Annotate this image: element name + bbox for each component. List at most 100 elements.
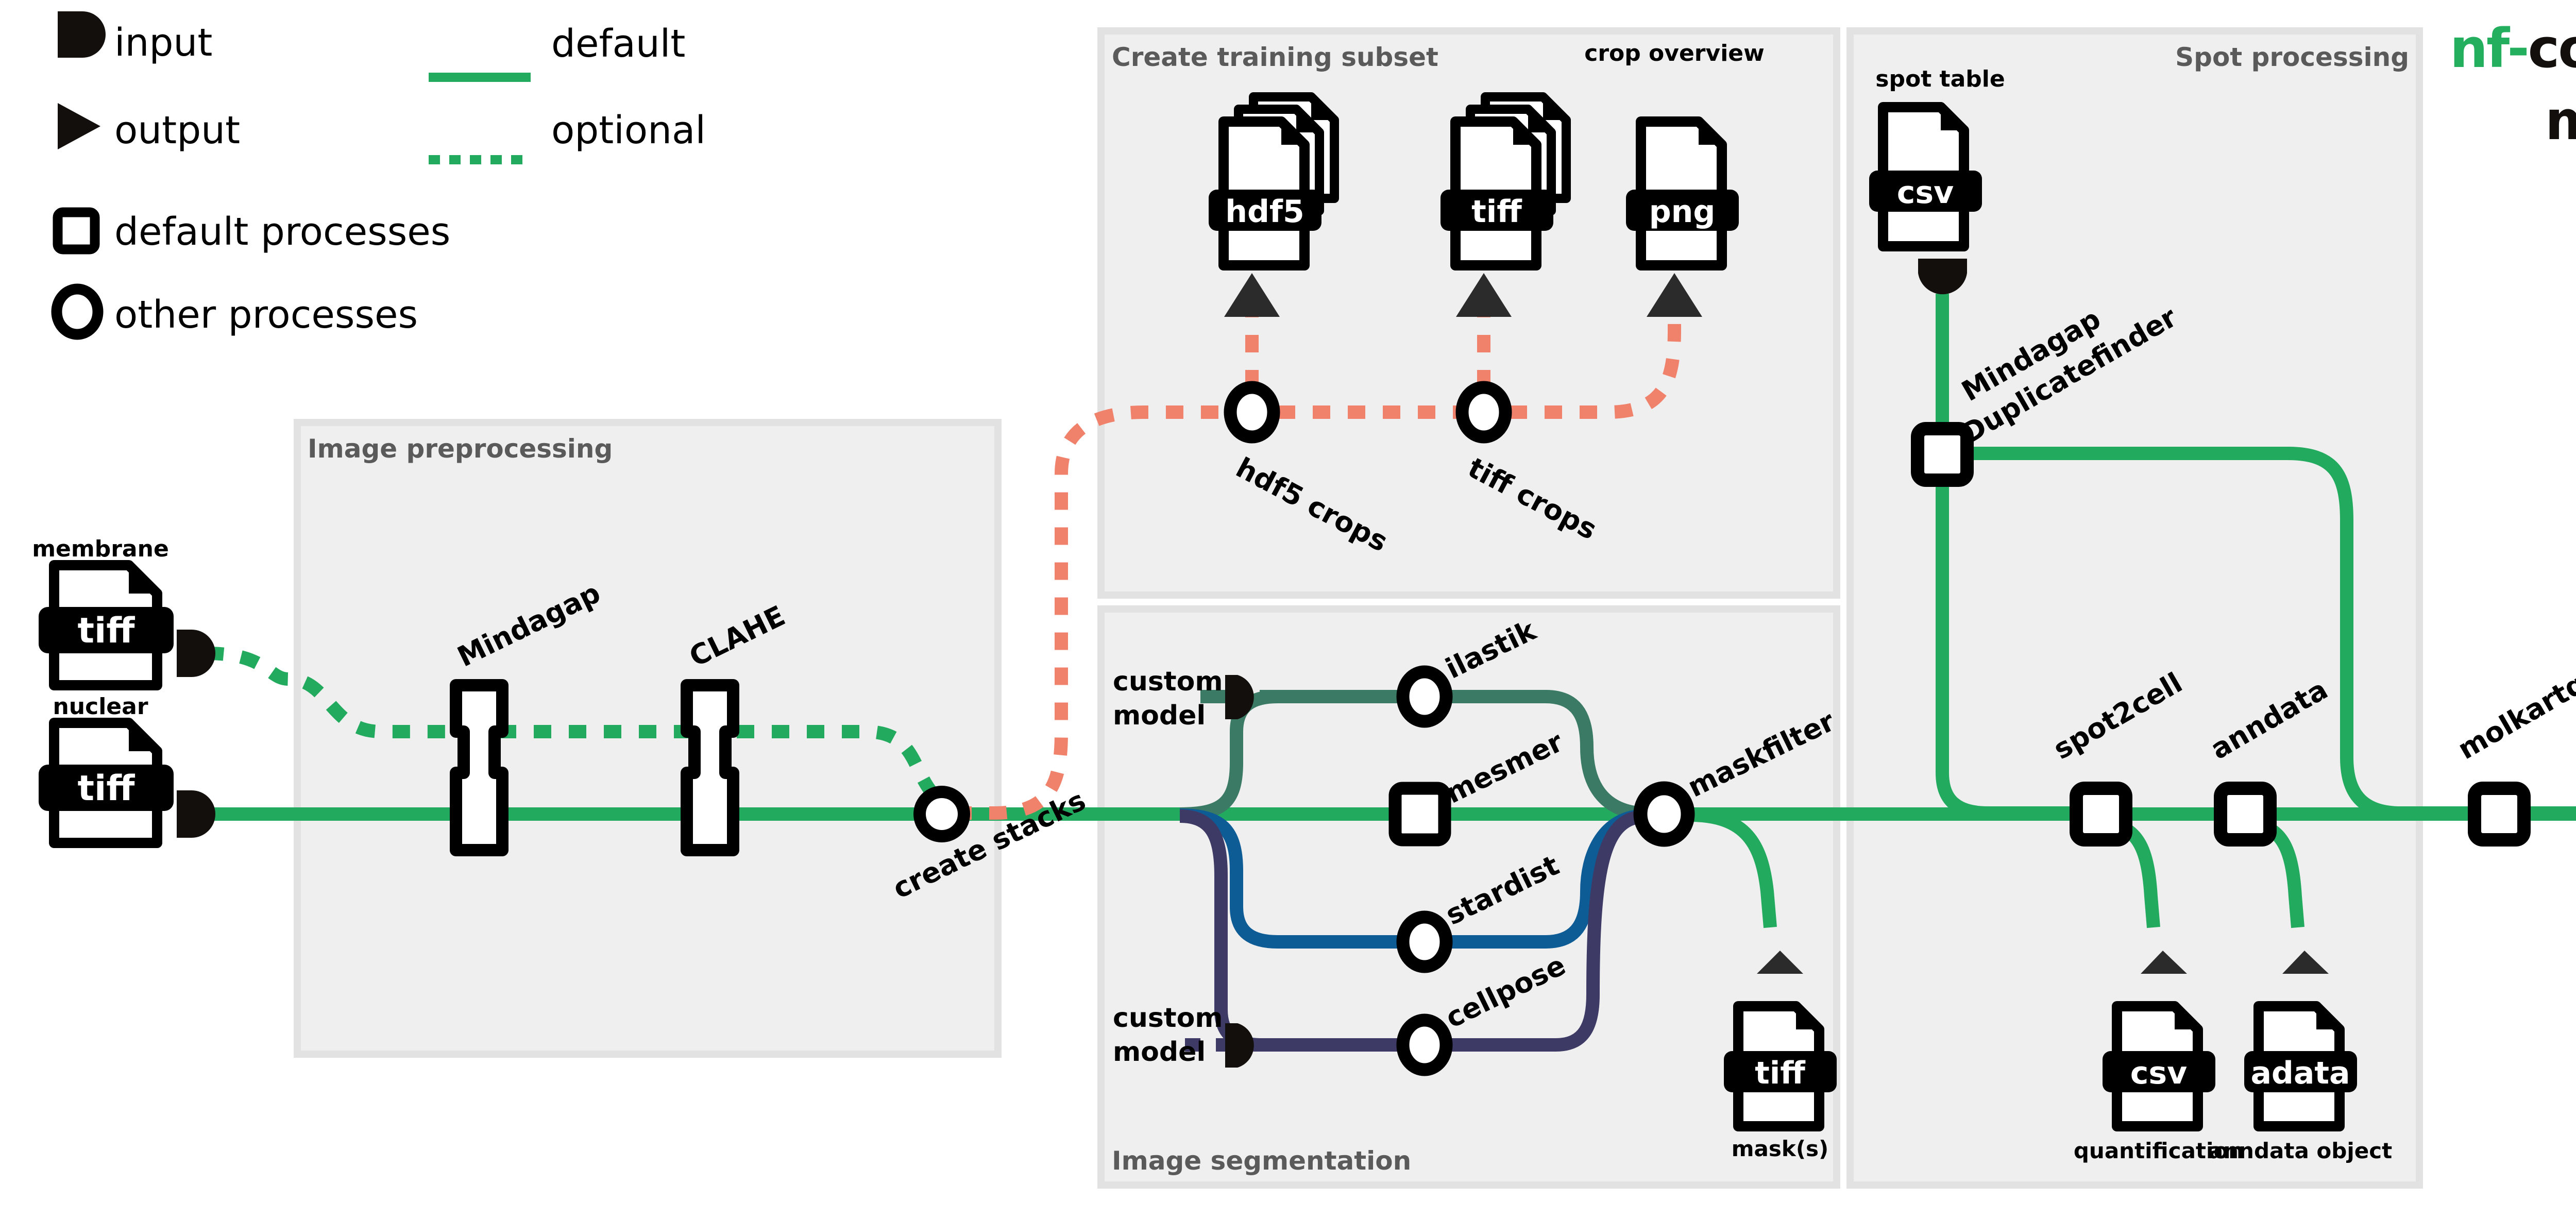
edge-segmentation-branches	[1179, 690, 1640, 1052]
logo-nf: nf	[2450, 17, 2511, 80]
output-anndata-caption: anndata object	[2209, 1138, 2392, 1163]
output-arrow-hdf5	[1224, 273, 1280, 317]
edge-tiffcrops-to-png	[1510, 296, 1681, 419]
legend-input-label: input	[114, 21, 212, 65]
edge-split-to-ilastik	[1179, 690, 1401, 821]
output-triangle-icon	[58, 103, 100, 149]
file-stack-front: tiff	[1440, 116, 1553, 270]
input-file-nuclear[interactable]: nuclear tiff	[39, 693, 215, 848]
file-fold	[129, 723, 157, 751]
edge-maskfilter-to-masks	[1689, 808, 1777, 928]
input-connector-icon	[177, 790, 215, 838]
output-masks-caption: mask(s)	[1732, 1136, 1828, 1161]
file-type-label: csv	[1897, 175, 1954, 211]
output-arrow-png	[1647, 273, 1702, 317]
process-mindagap-duplicatefinder-shape	[1911, 422, 1974, 487]
file-type-label: tiff	[78, 611, 135, 651]
custom-model-cellpose[interactable]: custom model	[1113, 1003, 1254, 1068]
edge-duplicatefinder-right-to-molkartqc	[1967, 447, 2576, 820]
output-file-hdf5-stack[interactable]: hdf5	[1209, 92, 1339, 270]
output-file-png-overview[interactable]: crop overview png	[1584, 40, 1765, 270]
legend: input output default processes other pro…	[51, 11, 706, 340]
file-label-band	[1869, 171, 1982, 212]
panel-spot-processing-title: Spot processing	[2175, 42, 2409, 72]
file-icon-membrane-tiff: tiff	[39, 560, 174, 690]
file-type-label: hdf5	[1225, 194, 1304, 230]
legend-optional-line-row: optional	[429, 108, 706, 164]
input-nuclear-caption: nuclear	[53, 693, 148, 720]
process-clahe-shape	[681, 679, 739, 856]
file-fold	[1543, 97, 1566, 120]
panel-image-preprocessing-title: Image preprocessing	[308, 434, 613, 464]
panel-create-training-subset-title: Create training subset	[1112, 42, 1438, 72]
file-fold	[129, 565, 157, 594]
output-arrow-anndata	[2262, 951, 2329, 974]
custom-model-ilastik[interactable]: custom model	[1113, 666, 1254, 731]
output-file-tiff-stack[interactable]: tiff	[1440, 92, 1571, 270]
nf-core-logo: nf-core/	[2450, 17, 2576, 152]
legend-default-line-label: default	[551, 22, 685, 66]
input-membrane-caption: membrane	[32, 536, 169, 562]
file-stack-front: hdf5	[1209, 116, 1321, 270]
process-mindagap-shape	[450, 679, 509, 856]
output-png-caption: crop overview	[1584, 40, 1765, 66]
legend-output-row: output	[58, 103, 240, 153]
file-label-band	[2103, 1051, 2215, 1092]
file-label-band	[1440, 190, 1553, 231]
file-fold	[1796, 1006, 1819, 1029]
spot-table-caption: spot table	[1875, 66, 2005, 92]
output-arrow-tiff	[1456, 273, 1512, 317]
process-molkartqc-shape	[2468, 782, 2531, 847]
logo-pipeline-name: molkart	[2545, 89, 2576, 152]
output-quantification-caption: quantification	[2074, 1138, 2244, 1163]
file-label-band	[39, 765, 174, 811]
logo-dash: -	[2507, 17, 2528, 80]
file-type-label: csv	[2130, 1055, 2187, 1091]
input-shape-icon	[58, 11, 106, 58]
file-type-label: tiff	[78, 768, 135, 809]
file-type-label: tiff	[1471, 194, 1522, 230]
edge-duplicatefinder-down-to-spot2cell	[1936, 453, 2071, 820]
input-connector-icon	[1918, 259, 1967, 295]
output-file-anndata-object[interactable]: adata anndata object	[2209, 951, 2392, 1163]
output-arrow-quantification	[2120, 951, 2187, 974]
process-mesmer-shape	[1388, 782, 1451, 847]
process-anndata-shape	[2214, 782, 2277, 847]
legend-optional-line-label: optional	[551, 108, 706, 153]
input-file-membrane[interactable]: membrane tiff	[32, 536, 215, 690]
input-connector-icon	[177, 630, 215, 677]
square-icon	[53, 207, 100, 255]
legend-default-line-row: default	[429, 22, 685, 82]
custom-model-ilastik-line2: model	[1113, 700, 1206, 731]
custom-model-ilastik-line1: custom	[1113, 666, 1223, 697]
file-fold	[2316, 1006, 2340, 1029]
logo-nfcore-text: nf-core/	[2450, 17, 2576, 80]
process-hdf5-crops-shape	[1224, 381, 1280, 444]
process-tiff-crops-shape	[1455, 381, 1512, 444]
output-file-quantification[interactable]: csv quantification	[2074, 951, 2244, 1163]
file-fold	[1281, 122, 1304, 145]
output-file-masks[interactable]: tiff mask(s)	[1724, 951, 1837, 1161]
legend-input-row: input	[58, 11, 212, 65]
edge-cellpose-to-maskfilter	[1448, 810, 1640, 1052]
file-type-label: adata	[2250, 1055, 2350, 1091]
process-create-stacks-shape	[913, 786, 970, 842]
file-fold	[2175, 1006, 2198, 1029]
file-fold	[1528, 109, 1551, 132]
file-type-label: png	[1649, 194, 1716, 230]
input-file-spot-table[interactable]: spot table csv	[1869, 66, 2005, 295]
edge-ilastik-to-maskfilter	[1448, 690, 1639, 820]
file-fold	[1941, 107, 1964, 130]
edge-membrane-to-mindagap	[206, 647, 464, 738]
file-icon-nuclear-tiff: tiff	[39, 718, 174, 848]
legend-output-label: output	[114, 108, 240, 153]
file-label-band	[1209, 190, 1321, 231]
edge-createstacks-to-hdf5crops	[954, 405, 1226, 820]
logo-core: core/	[2528, 17, 2576, 80]
file-type-label: tiff	[1755, 1055, 1806, 1091]
panel-image-segmentation-title: Image segmentation	[1112, 1146, 1411, 1176]
legend-other-process-row: other processes	[51, 283, 418, 340]
legend-default-process-row: default processes	[53, 207, 450, 255]
file-fold	[1311, 97, 1334, 120]
